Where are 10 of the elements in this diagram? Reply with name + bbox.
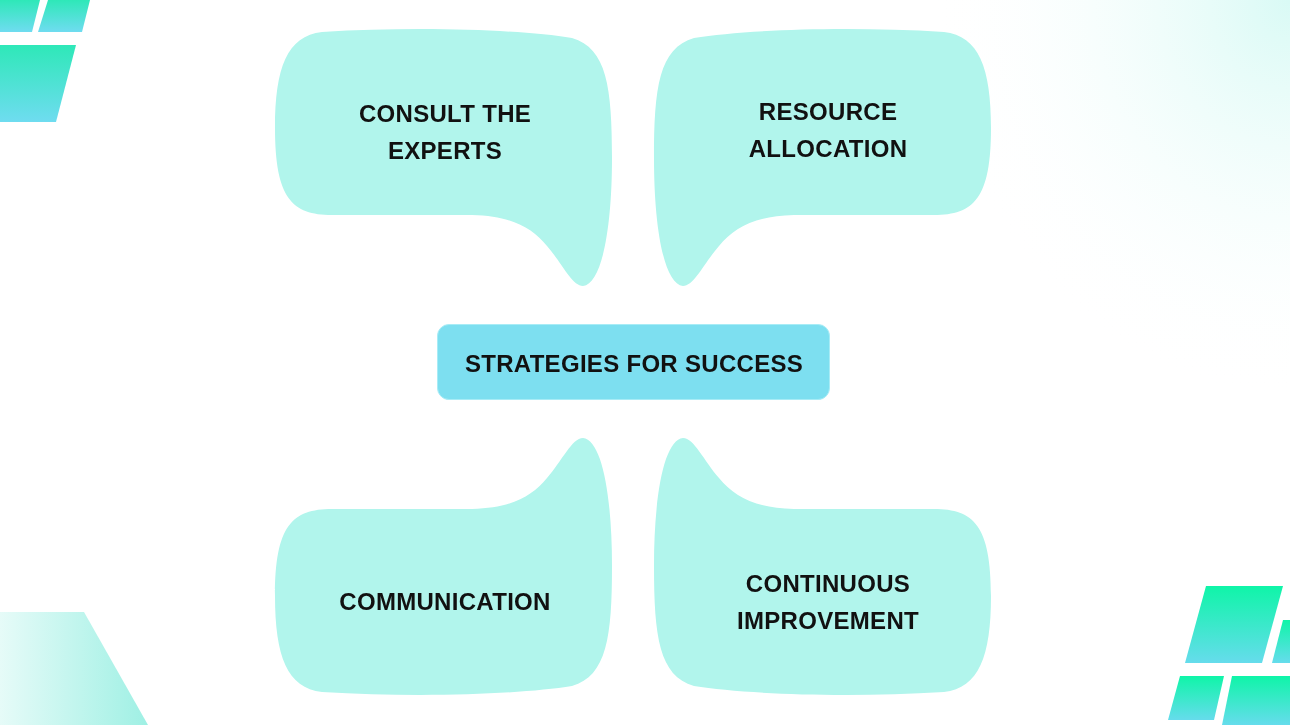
speech-bubble [652,436,994,696]
speech-bubble [272,28,614,288]
speech-bubble [272,436,614,696]
bubble-text: CONSULT THE EXPERTS [357,99,533,166]
title-text: STRATEGIES FOR SUCCESS [463,348,805,379]
bubble-text: COMMUNICATION [338,586,552,617]
title-box [437,324,830,400]
bubble-text: RESOURCE ALLOCATION [747,97,909,164]
speech-bubble [652,28,994,288]
bubble-text: CONTINUOUS IMPROVEMENT [736,569,920,636]
